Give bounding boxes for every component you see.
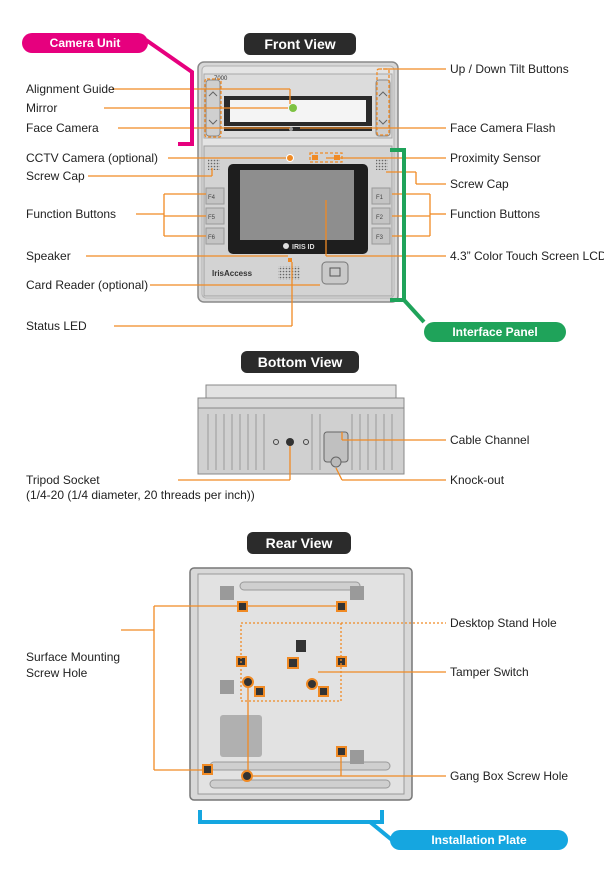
label-mirror: Mirror [26, 101, 58, 115]
label-cctv-camera: CCTV Camera (optional) [26, 151, 159, 165]
label-tamper-switch: Tamper Switch [450, 665, 529, 679]
label-surface-mounting-2: Screw Hole [26, 666, 88, 680]
label-speaker: Speaker [26, 249, 71, 263]
label-touch-screen: 4.3” Color Touch Screen LCD [450, 249, 604, 263]
label-cable-channel: Cable Channel [450, 433, 530, 447]
label-tripod-socket-detail: (1/4-20 (1/4 diameter, 20 threads per in… [26, 488, 255, 502]
label-tripod-socket: Tripod Socket [26, 473, 100, 487]
bottom-view-device [197, 384, 405, 475]
btn-f5: F5 [208, 215, 216, 221]
camera-unit-tag: Camera Unit [22, 33, 148, 53]
model-text: 7000 [214, 76, 228, 82]
installation-plate-bracket [198, 810, 394, 842]
label-function-buttons-right: Function Buttons [450, 207, 541, 221]
label-face-camera: Face Camera [26, 121, 99, 135]
rear-view-device [189, 567, 413, 801]
front-view-title: Front View [244, 33, 356, 55]
btn-f3: F3 [376, 235, 384, 241]
interface-panel-bracket [390, 148, 426, 324]
installation-plate-tag: Installation Plate [390, 830, 568, 850]
label-up-down-tilt: Up / Down Tilt Buttons [450, 62, 569, 76]
label-status-led: Status LED [26, 319, 87, 333]
btn-f2: F2 [376, 215, 384, 221]
label-surface-mounting-1: Surface Mounting [26, 650, 121, 664]
label-gang-box-screw-hole: Gang Box Screw Hole [450, 769, 569, 783]
label-card-reader: Card Reader (optional) [26, 278, 149, 292]
label-knock-out: Knock-out [450, 473, 505, 487]
label-function-buttons-left: Function Buttons [26, 207, 117, 221]
interface-panel-tag: Interface Panel [424, 322, 566, 342]
device-logo-text: IRIS ID [292, 244, 315, 251]
label-screw-cap-left: Screw Cap [26, 169, 85, 183]
brand-text: IrisAccess [212, 269, 253, 278]
front-view-device: 7000 IRIS ID F4 F5 F [197, 61, 399, 303]
camera-unit-bracket [144, 38, 194, 146]
alignment-guide-dot [289, 104, 297, 112]
btn-f6: F6 [208, 235, 216, 241]
label-desktop-stand-hole: Desktop Stand Hole [450, 616, 557, 630]
rear-view-title: Rear View [247, 532, 351, 554]
bottom-view-title: Bottom View [241, 351, 359, 373]
label-screw-cap-right: Screw Cap [450, 177, 509, 191]
label-proximity-sensor: Proximity Sensor [450, 151, 541, 165]
btn-f4: F4 [208, 195, 216, 201]
label-face-camera-flash: Face Camera Flash [450, 121, 556, 135]
btn-f1: F1 [376, 195, 384, 201]
label-alignment-guide: Alignment Guide [26, 82, 115, 96]
callout-lines [86, 68, 446, 777]
